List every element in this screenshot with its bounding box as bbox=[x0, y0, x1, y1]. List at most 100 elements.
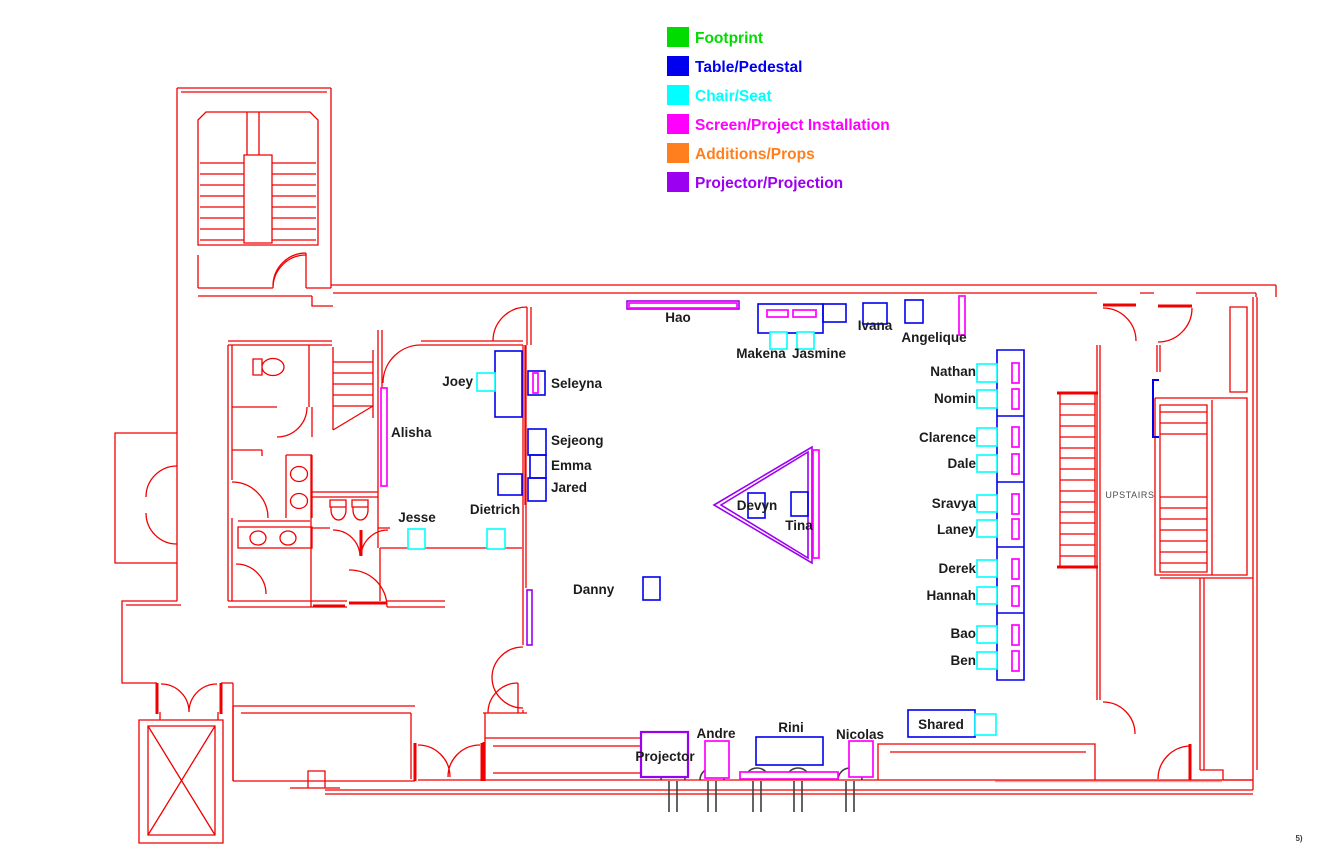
bao-chair bbox=[976, 625, 998, 644]
label-ivana: Ivana bbox=[858, 318, 893, 333]
label-dietrich: Dietrich bbox=[470, 502, 520, 517]
jasmine-chair bbox=[796, 331, 815, 350]
legend-swatch-table bbox=[667, 56, 689, 76]
column-screen bbox=[1011, 650, 1020, 672]
east-door-arcs bbox=[1102, 307, 1193, 780]
column-screen bbox=[1011, 426, 1020, 448]
rini-floor-screen bbox=[739, 771, 839, 780]
rini-table bbox=[755, 736, 824, 766]
legend-label-screen: Screen/Project Installation bbox=[695, 117, 890, 134]
column-screen bbox=[1011, 585, 1020, 607]
legend-swatch-screen bbox=[667, 114, 689, 134]
hannah-chair bbox=[976, 586, 998, 605]
thick-wall-segments bbox=[155, 303, 1192, 781]
label-jasmine: Jasmine bbox=[792, 346, 847, 361]
laney-chair bbox=[976, 519, 998, 538]
ivana-table bbox=[862, 302, 888, 325]
triangle-side-screen bbox=[812, 449, 820, 559]
nathan-chair bbox=[976, 363, 998, 383]
column-screen bbox=[1011, 493, 1020, 515]
legend-label-projector: Projector/Projection bbox=[695, 175, 843, 192]
column-screen bbox=[1011, 624, 1020, 646]
sejeong-table bbox=[527, 428, 547, 456]
center-door-arcs bbox=[382, 306, 528, 714]
page-corner-note: 5) bbox=[1295, 834, 1302, 843]
top-corridor-walls bbox=[198, 284, 1277, 307]
label-upstairs: UPSTAIRS bbox=[1105, 490, 1154, 500]
label-sravya: Sravya bbox=[932, 496, 977, 511]
andre-installation bbox=[704, 740, 730, 779]
label-nathan: Nathan bbox=[930, 364, 976, 379]
legend-swatch-chair bbox=[667, 85, 689, 105]
emma-table bbox=[529, 454, 547, 479]
side-table bbox=[497, 473, 523, 496]
column-screen bbox=[1011, 388, 1020, 410]
wall-projection-strip bbox=[526, 589, 533, 646]
label-shared: Shared bbox=[918, 717, 964, 732]
label-nicolas: Nicolas bbox=[836, 727, 884, 742]
projection-layer bbox=[526, 300, 813, 779]
top-table bbox=[757, 303, 824, 334]
seleyna-screen bbox=[532, 372, 539, 394]
legend-swatch-additions bbox=[667, 143, 689, 163]
clarence-chair bbox=[976, 427, 998, 447]
devyn-pedestal bbox=[747, 492, 766, 519]
legend-label-footprint: Footprint bbox=[695, 30, 763, 47]
label-derek: Derek bbox=[938, 561, 976, 576]
shared-table bbox=[907, 709, 976, 738]
bathroom-fixture-sinks bbox=[249, 465, 309, 546]
label-angelique: Angelique bbox=[901, 330, 967, 345]
corridor-door-arc bbox=[272, 254, 307, 289]
center-room-walls bbox=[380, 307, 532, 738]
bathroom-walls bbox=[227, 340, 445, 608]
column-screen bbox=[1011, 362, 1020, 384]
legend: Footprint Table/Pedestal Chair/Seat Scre… bbox=[667, 27, 890, 192]
column-screen bbox=[1011, 518, 1020, 540]
south-walls bbox=[325, 737, 1253, 795]
chairs-layer bbox=[407, 331, 998, 736]
column-screen bbox=[1011, 558, 1020, 580]
seleyna-table bbox=[527, 370, 546, 396]
ben-chair bbox=[976, 651, 998, 670]
east-long-table bbox=[996, 349, 1025, 681]
angelique-table bbox=[904, 299, 924, 324]
jesse-chair bbox=[407, 528, 426, 550]
bathroom-door-arcs bbox=[231, 406, 389, 608]
east-walls bbox=[1059, 297, 1258, 790]
nicolas-installation bbox=[848, 740, 874, 778]
west-walls bbox=[114, 432, 234, 844]
walls-layer bbox=[114, 87, 1277, 844]
labels-layer: Hao Makena Jasmine Ivana Angelique Natha… bbox=[391, 310, 976, 764]
label-devyn: Devyn bbox=[737, 498, 778, 513]
legend-label-chair: Chair/Seat bbox=[695, 88, 772, 105]
west-room-door-arcs bbox=[145, 465, 218, 713]
label-clarence: Clarence bbox=[919, 430, 977, 445]
label-makena: Makena bbox=[736, 346, 786, 361]
top-table-screen bbox=[792, 309, 817, 318]
danny-pedestal bbox=[642, 576, 661, 601]
dale-chair bbox=[976, 454, 998, 473]
jared-table bbox=[527, 477, 547, 502]
makena-chair bbox=[769, 331, 788, 350]
label-hao: Hao bbox=[665, 310, 691, 325]
alisha-screen bbox=[380, 387, 388, 487]
angelique-screen bbox=[958, 295, 966, 336]
top-table-screen bbox=[766, 309, 789, 318]
label-andre: Andre bbox=[696, 726, 735, 741]
label-emma: Emma bbox=[551, 458, 592, 473]
joey-table bbox=[494, 350, 523, 418]
label-hannah: Hannah bbox=[926, 588, 976, 603]
legend-label-additions: Additions/Props bbox=[695, 146, 815, 163]
top-table-small bbox=[822, 303, 847, 323]
tables-layer bbox=[494, 299, 1159, 766]
column-screen bbox=[1011, 453, 1020, 475]
label-dale: Dale bbox=[947, 456, 976, 471]
label-alisha: Alisha bbox=[391, 425, 432, 440]
legend-label-table: Table/Pedestal bbox=[695, 59, 802, 76]
label-jesse: Jesse bbox=[398, 510, 436, 525]
legend-swatch-projector bbox=[667, 172, 689, 192]
storage-room-walls bbox=[232, 705, 415, 789]
projector-box bbox=[639, 730, 690, 779]
